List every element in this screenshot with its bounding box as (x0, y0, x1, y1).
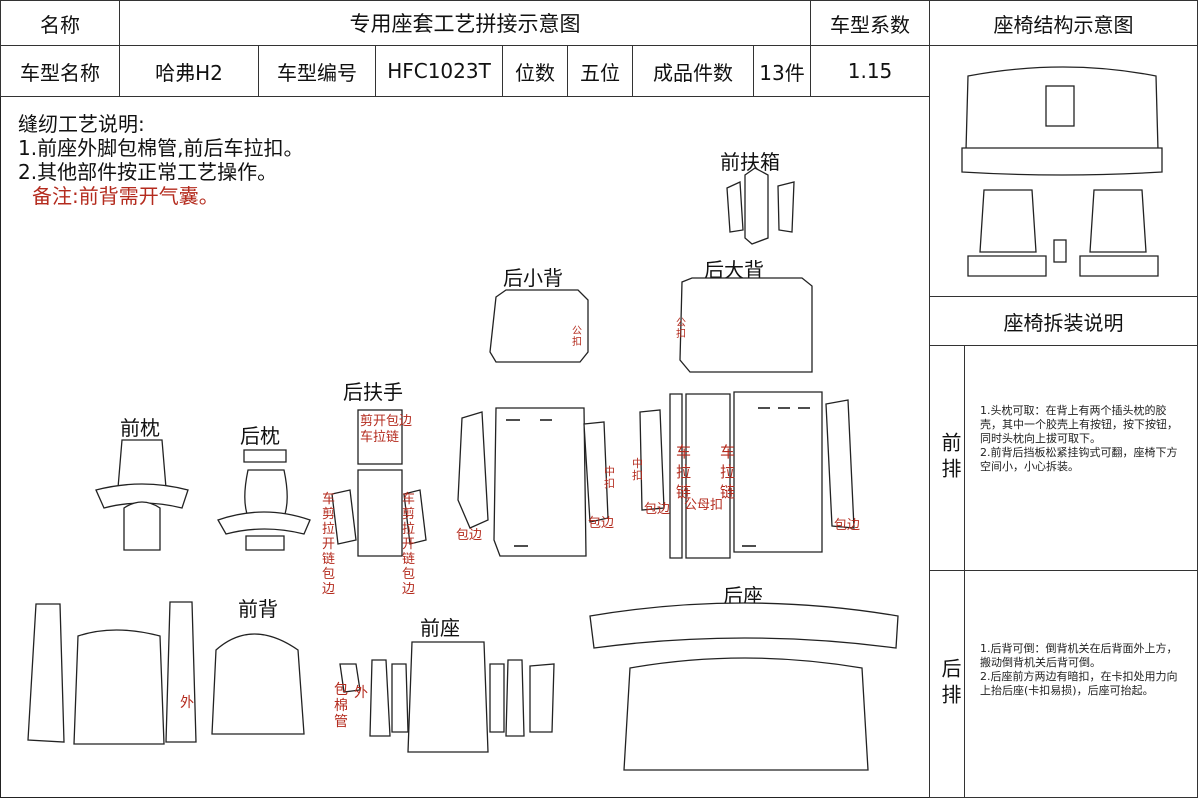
seat-structure-schematic (961, 66, 1163, 277)
front-headrest-pieces (95, 439, 189, 551)
notes-line-2: 2.其他部件按正常工艺操作。 (18, 160, 278, 184)
tag-binding-3: 包边 (644, 502, 671, 517)
notes-remark: 备注:前背需开气囊。 (32, 184, 219, 208)
label-front-armbox: 前扶箱 (720, 150, 780, 174)
label-rear-armrest: 后扶手 (343, 380, 403, 404)
label-front-back: 前背 (238, 597, 278, 621)
front-back-pieces (27, 601, 305, 745)
front-row-label: 前排 (938, 432, 962, 484)
tag-snap-pair: 公母扣 (684, 498, 724, 513)
rear-armrest-pieces (331, 409, 427, 557)
rear-headrest-pieces (217, 449, 311, 551)
tag-sew-zipper: 车拉链 (360, 430, 400, 445)
rear-big-back-pieces (639, 277, 855, 559)
marker-dashes (506, 407, 810, 547)
rear-instructions: 1.后背可倒：倒背机关在后背面外上方，搬动倒背机关后背可倒。 2.后座前方两边有… (980, 642, 1178, 697)
label-rear-headrest: 后枕 (240, 424, 280, 448)
tag-mid-snap-2: 中扣 (632, 457, 643, 482)
rear-small-back-pieces (457, 289, 609, 557)
model-name: 哈弗H2 (119, 45, 259, 97)
front-armbox-pieces (726, 167, 795, 245)
tag-cut-open-binding: 剪开包边 (360, 414, 413, 429)
rear-row-label: 后排 (938, 658, 962, 710)
notes-line-1: 1.前座外脚包棉管,前后车拉扣。 (18, 136, 304, 160)
rear-seat-pieces (589, 602, 899, 771)
front-seat-pieces (339, 641, 555, 753)
tag-zipper-binding-right: 车剪拉开链包边 (402, 492, 416, 597)
tag-mid-snap-1: 中扣 (604, 465, 615, 490)
label-rear-small-back: 后小背 (503, 266, 563, 290)
tag-binding-1: 包边 (456, 528, 483, 543)
tag-zipper-right: 车拉链 (720, 443, 736, 501)
label-front-seat: 前座 (420, 616, 460, 640)
tag-cotton-tube: 包棉管 (334, 682, 348, 730)
notes-title: 缝纫工艺说明: (18, 112, 145, 136)
tag-outer-2: 外 (354, 685, 368, 701)
pieces-label: 成品件数 (632, 45, 754, 97)
label-front-headrest: 前枕 (120, 416, 160, 440)
tag-binding-2: 包边 (588, 516, 615, 531)
tag-zipper-left: 车拉链 (676, 443, 692, 501)
tag-male-snap-1: 公扣 (572, 326, 582, 348)
tag-male-snap-2: 公扣 (676, 318, 686, 340)
tag-outer-1: 外 (180, 695, 194, 711)
rear-text-cell (964, 570, 1198, 798)
coef-label: 车型系数 (810, 0, 930, 46)
front-instructions: 1.头枕可取：在背上有两个插头枕的胶壳，其中一个胶壳上有按钮，按下按钮，同时头枕… (980, 404, 1178, 473)
tag-zipper-binding-left: 车剪拉开链包边 (322, 492, 336, 597)
model-name-label: 车型名称 (0, 45, 120, 97)
sewing-notes: 缝纫工艺说明: 1.前座外脚包棉管,前后车拉扣。 2.其他部件按正常工艺操作。 … (18, 112, 303, 208)
tag-binding-4: 包边 (834, 518, 861, 533)
model-code-label: 车型编号 (258, 45, 376, 97)
